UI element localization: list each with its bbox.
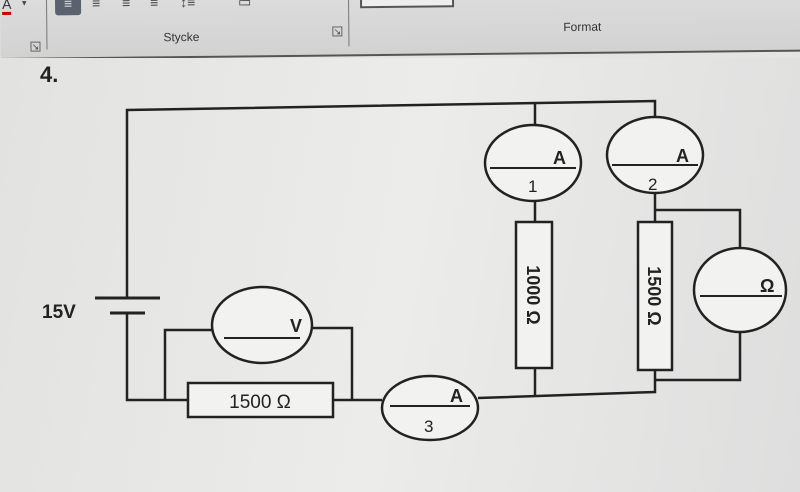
resistor-branch-2 (636, 220, 674, 372)
ammeter-2-number: 2 (648, 175, 657, 194)
voltmeter-symbol: V (290, 316, 302, 336)
question-number: 4. (40, 62, 59, 87)
ammeter-2 (605, 115, 705, 195)
resistor-branch-1-label: 1000 Ω (523, 265, 543, 324)
resistor-branch-1 (514, 220, 554, 370)
ohmmeter (692, 246, 788, 334)
ammeter-1-number: 1 (528, 177, 537, 196)
ammeter-3-symbol: A (450, 386, 463, 406)
resistor-branch-2-label: 1500 Ω (644, 266, 664, 325)
resistor-series-label: 1500 Ω (229, 392, 291, 413)
battery (95, 296, 160, 315)
voltmeter (210, 285, 314, 365)
resistor-series (186, 381, 335, 419)
battery-label: 15V (42, 302, 76, 323)
ammeter-1-symbol: A (553, 148, 566, 168)
wires (125, 99, 742, 402)
ammeter-1 (483, 123, 583, 203)
ammeter-3-number: 3 (424, 417, 433, 436)
ohmmeter-symbol: Ω (760, 276, 774, 296)
ammeter-3 (380, 374, 480, 442)
ammeter-2-symbol: A (676, 146, 689, 166)
